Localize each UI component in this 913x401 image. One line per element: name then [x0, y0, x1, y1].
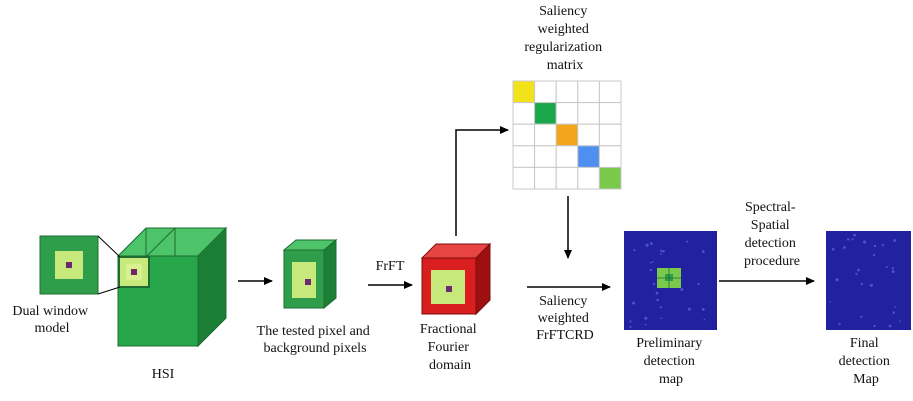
map-speckle: [659, 306, 662, 309]
matrix-cell: [512, 166, 536, 190]
dual-window-model: [39, 235, 99, 295]
matrix-cell: [512, 102, 536, 125]
map-speckle: [701, 250, 705, 254]
map-speckle: [894, 306, 896, 308]
map-speckle: [703, 318, 706, 321]
map-speckle: [629, 325, 632, 328]
map-speckle: [892, 311, 896, 314]
map-speckle: [838, 323, 841, 326]
matrix-cell: [534, 166, 557, 190]
spectral-spatial-label: Spectral- Spatial detection procedure: [744, 200, 800, 269]
final-map-label: Final detection Map: [839, 336, 894, 387]
map-speckle: [656, 298, 659, 302]
map-speckle: [652, 282, 656, 285]
matrix-diagonal-cell: [534, 102, 557, 125]
map-speckle: [829, 301, 832, 303]
fractional-domain-label: Fractional Fourier domain: [420, 322, 480, 373]
map-speckle: [881, 244, 885, 247]
saliency-frftcrd-label: Saliency weighted FrFTCRD: [536, 294, 594, 343]
connector-line: [97, 235, 121, 258]
map-speckle: [649, 268, 653, 272]
map-speckle: [851, 238, 854, 241]
map-speckle: [863, 240, 867, 244]
matrix-cell: [534, 145, 557, 168]
map-speckle: [885, 266, 888, 269]
matrix-diagonal-cell: [512, 80, 536, 104]
map-speckle: [652, 261, 655, 263]
map-speckle: [632, 301, 636, 305]
matrix-cell: [534, 123, 557, 147]
tested-pixel-block: [282, 238, 338, 310]
map-speckle: [872, 253, 876, 257]
map-speckle: [873, 324, 876, 328]
map-speckle: [873, 244, 877, 248]
matrix-cell: [598, 123, 622, 147]
map-speckle: [846, 238, 850, 241]
hsi-cube: [116, 226, 228, 348]
matrix-diagonal-cell: [555, 123, 579, 147]
map-speckle: [855, 272, 858, 276]
matrix-diagonal-cell: [577, 145, 600, 168]
matrix-cell: [598, 80, 622, 104]
map-speckle: [891, 266, 894, 270]
matrix-cell: [598, 102, 622, 125]
hsi-label: HSI: [152, 367, 175, 382]
map-speckle: [644, 323, 647, 326]
map-speckle: [899, 320, 901, 322]
dual-window-label: Dual window model: [12, 304, 91, 336]
map-speckle: [686, 240, 689, 243]
map-speckle: [659, 252, 662, 255]
map-speckle: [650, 242, 653, 246]
map-speckle: [649, 261, 652, 264]
map-speckle: [869, 283, 874, 287]
tested-pixels-label: The tested pixel and background pixels: [257, 324, 374, 356]
map-speckle: [680, 287, 684, 292]
matrix-cell: [577, 123, 600, 147]
map-speckle: [645, 243, 649, 247]
map-speckle: [860, 282, 864, 286]
connector-line: [97, 286, 121, 295]
map-speckle: [701, 308, 705, 311]
matrix-cell: [555, 102, 579, 125]
matrix-cell: [555, 145, 579, 168]
saliency-matrix-label: Saliency weighted regularization matrix: [524, 4, 605, 73]
final-detection-map: [826, 231, 911, 330]
matrix-cell: [512, 145, 536, 168]
map-speckle: [835, 278, 839, 282]
preliminary-detection-map: [624, 231, 717, 330]
map-speckle: [860, 315, 863, 318]
map-speckle: [655, 291, 659, 295]
map-speckle: [660, 317, 663, 320]
matrix-cell: [577, 102, 600, 125]
map-speckle: [857, 268, 860, 272]
arrow-to-matrix: [455, 126, 509, 236]
map-speckle: [629, 320, 632, 323]
map-speckle: [697, 282, 700, 286]
map-speckle: [633, 249, 636, 252]
matrix-cell: [598, 145, 622, 168]
map-speckle: [891, 270, 895, 273]
map-speckle: [660, 249, 663, 253]
map-speckle: [888, 324, 892, 328]
map-speckle: [893, 239, 897, 242]
matrix-cell: [577, 80, 600, 104]
matrix-cell: [534, 80, 557, 104]
matrix-diagonal-cell: [598, 166, 622, 190]
map-speckle: [853, 233, 857, 237]
map-speckle: [644, 316, 648, 320]
preliminary-map-label: Preliminary detection map: [636, 336, 706, 387]
map-speckle: [662, 250, 665, 253]
matrix-cell: [555, 80, 579, 104]
frft-label: FrFT: [376, 259, 405, 274]
matrix-cell: [512, 123, 536, 147]
matrix-cell: [555, 166, 579, 190]
saliency-matrix: [512, 80, 622, 190]
map-speckle: [843, 246, 846, 249]
map-speckle: [831, 247, 835, 251]
matrix-cell: [577, 166, 600, 190]
fractional-fourier-block: [420, 242, 492, 316]
map-speckle: [687, 307, 691, 311]
